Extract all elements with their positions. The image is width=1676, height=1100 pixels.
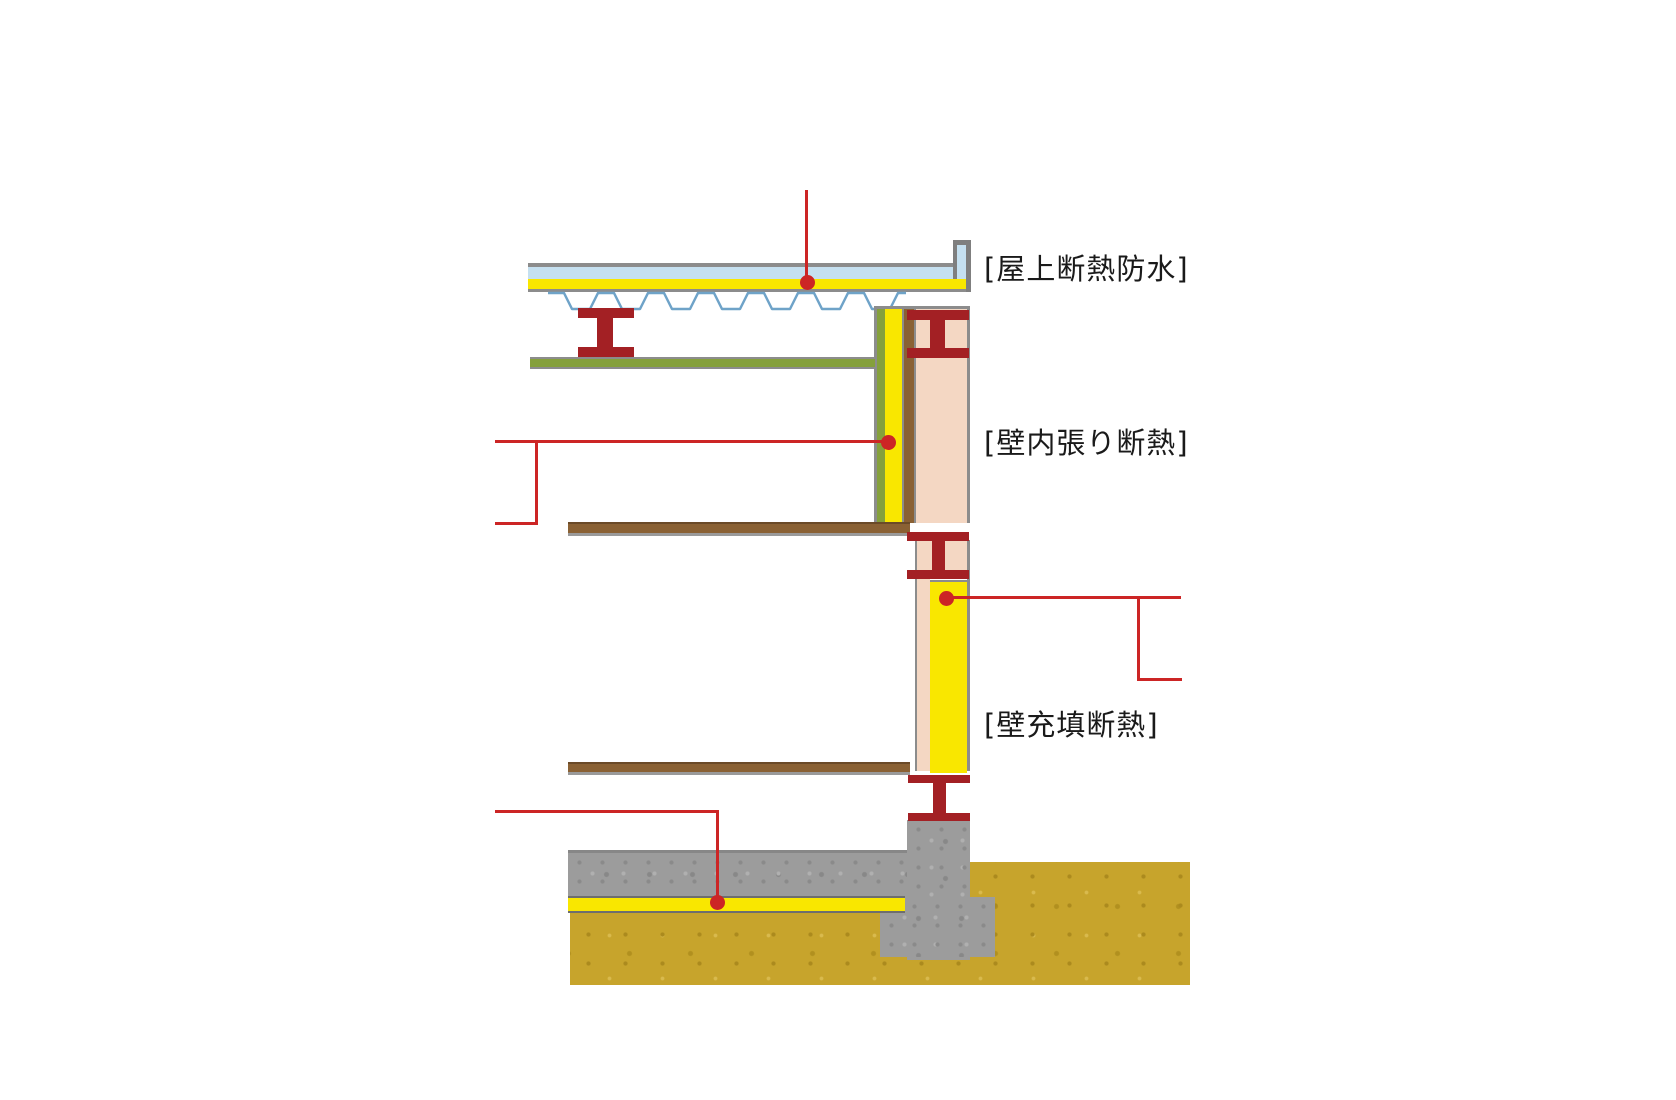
- callout-fill-line: [946, 596, 1181, 599]
- foundation-footing: [880, 897, 995, 957]
- under-slab-insulation: [568, 896, 905, 913]
- roof-topcoat-line: [528, 263, 957, 267]
- ceiling-top-line: [530, 357, 875, 359]
- beam-bottom-flange: [907, 570, 969, 579]
- wall2f-gap-line-2: [914, 309, 916, 523]
- wall1f-outer-edge: [967, 540, 970, 771]
- beam-web: [597, 318, 613, 347]
- callout-lining-line: [495, 440, 889, 443]
- roof-insulation-layer: [528, 279, 966, 289]
- callout-lining-drop: [535, 440, 538, 525]
- floor1f-shadow-line: [568, 772, 910, 775]
- ceiling-bottom-line: [530, 367, 875, 369]
- beam-top-flange: [578, 308, 634, 318]
- callout-lining-dot: [881, 435, 896, 450]
- ceiling-board: [530, 359, 875, 367]
- callout-fill-tick: [1137, 678, 1182, 681]
- beam-top-flange: [907, 532, 969, 541]
- floor2f-shadow-line: [568, 533, 910, 536]
- callout-fill-drop: [1137, 596, 1140, 681]
- interior-lining-insulation: [885, 309, 902, 523]
- callout-fill-dot: [939, 591, 954, 606]
- callout-slab-line: [495, 810, 719, 813]
- callout-slab-dot: [710, 895, 725, 910]
- callout-lining-tick: [495, 522, 538, 525]
- floor2f-board: [568, 524, 910, 533]
- label-wall-fill-insulation: [壁充填断熱]: [984, 708, 1159, 742]
- roof-deck-top-line: [528, 289, 966, 292]
- callout-slab-drop: [716, 810, 719, 903]
- interior-finish-board: [877, 309, 885, 523]
- foundation-slab: [568, 850, 907, 899]
- beam-bottom-flange: [578, 347, 634, 357]
- beam-bottom-flange: [907, 348, 969, 358]
- wall2f-backing-board: [904, 309, 914, 523]
- callout-roof-dot: [800, 275, 815, 290]
- floor2f-top-edge: [568, 522, 910, 524]
- corrugated-metal-deck: [548, 291, 906, 311]
- floor1f-board: [568, 764, 910, 772]
- wall2f-top-cap: [874, 306, 970, 309]
- floor1f-top-edge: [568, 762, 910, 764]
- callout-roof-line: [805, 190, 808, 283]
- beam-top-flange: [907, 310, 969, 320]
- beam-web: [932, 541, 945, 570]
- wall2f-inner-edge: [874, 309, 877, 523]
- wall1f-interior-board: [917, 540, 930, 771]
- label-roof-insulation: [屋上断熱防水]: [984, 252, 1189, 286]
- wall1f-inner-edge: [915, 540, 917, 771]
- label-wall-lining-insulation: [壁内張り断熱]: [984, 426, 1189, 460]
- wall2f-gap-line-1: [902, 309, 904, 523]
- roof-parapet-inner: [957, 245, 966, 285]
- wall2f-outer-edge: [967, 309, 970, 523]
- beam-web: [930, 320, 945, 348]
- wall-fill-insulation: [930, 580, 967, 773]
- beam-top-flange: [908, 775, 970, 783]
- roof-waterproof-sheet: [528, 267, 957, 279]
- beam-bottom-flange: [908, 813, 970, 821]
- beam-web: [933, 783, 946, 813]
